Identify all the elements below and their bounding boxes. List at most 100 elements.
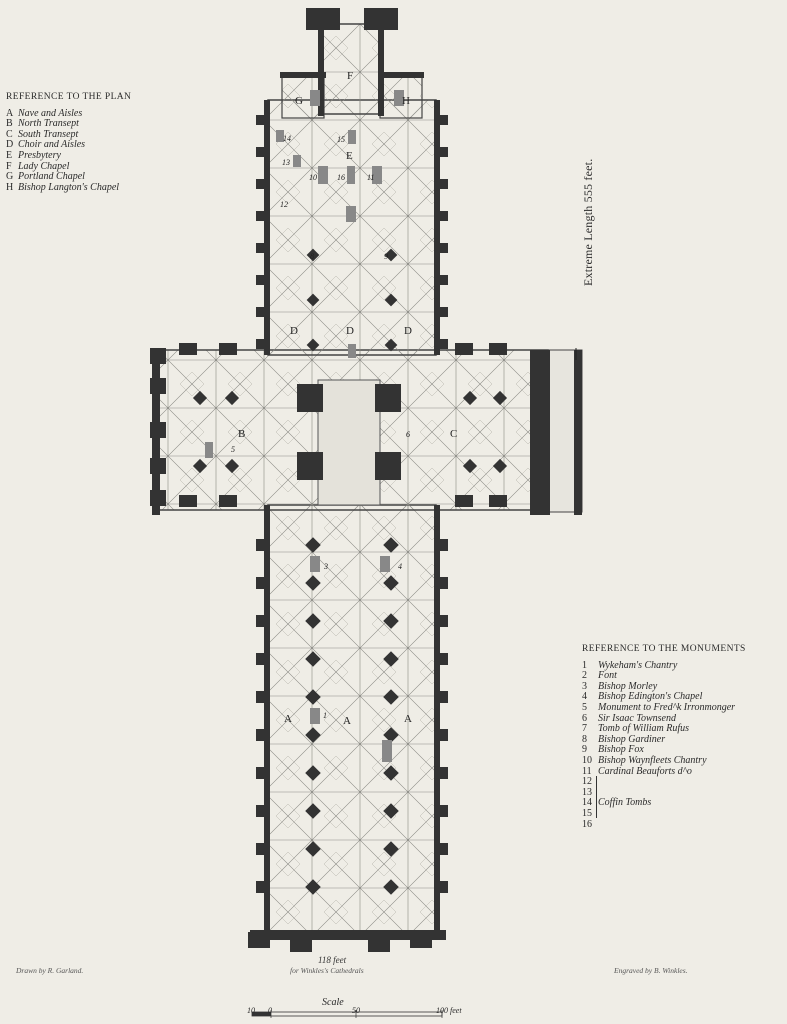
buttress — [256, 729, 268, 741]
buttress — [150, 348, 166, 364]
plan-reference-key: B — [6, 118, 13, 130]
plan-reference-key: A — [6, 107, 14, 119]
plan-number-6: 6 — [406, 430, 410, 439]
buttress — [436, 691, 448, 703]
buttress — [150, 422, 166, 438]
buttress — [256, 307, 268, 317]
buttress — [150, 458, 166, 474]
monument-reference-label: Monument to Fred^k Irronmonger — [598, 701, 736, 713]
monument-reference-label: Font — [598, 670, 617, 682]
monument-reference-key: 9 — [582, 744, 587, 756]
choir-aisle-label-north: D — [290, 325, 298, 337]
buttress — [536, 460, 550, 476]
buttress — [536, 488, 550, 504]
monument-reference-key: 7 — [582, 723, 587, 735]
buttress — [248, 932, 270, 948]
plan-reference-label: Portland Chapel — [18, 171, 85, 183]
buttress — [179, 495, 197, 507]
buttress — [436, 147, 448, 157]
pier — [306, 248, 320, 262]
buttress — [375, 452, 401, 480]
choir-label: D — [346, 325, 354, 337]
plan-monuments — [205, 90, 404, 762]
plan-letters: A A A B C D D D E F G H — [238, 70, 457, 727]
scale-tick-10: 10 — [247, 1006, 255, 1015]
plan-reference-key: D — [6, 139, 14, 151]
monument-reference-label: Sir Isaac Townsend — [598, 712, 676, 724]
buttress — [436, 243, 448, 253]
monument-reference-item: 2 Font — [582, 671, 746, 682]
monument-reference-item: 13 — [582, 786, 746, 799]
plan-number-1: 1 — [323, 711, 327, 720]
monuments-reference-title: REFERENCE TO THE MONUMENTS — [582, 644, 746, 654]
buttress — [455, 343, 473, 355]
plan-reference-title: REFERENCE TO THE PLAN — [6, 92, 132, 102]
buttress — [256, 243, 268, 253]
buttress — [436, 539, 448, 551]
plan-piers — [150, 115, 550, 952]
lady-chapel-label: F — [347, 70, 353, 82]
buttress — [256, 653, 268, 665]
monument-reference-item: 5 Monument to Fred^k Irronmonger — [582, 701, 746, 714]
monument-reference-key: 6 — [582, 712, 587, 724]
buttress — [436, 843, 448, 855]
plan-number-16: 16 — [337, 173, 345, 182]
plan-reference-label: Bishop Langton's Chapel — [18, 181, 120, 193]
scale-bar — [251, 1010, 443, 1018]
monument-reference-label: Bishop Morley — [598, 680, 658, 692]
pier — [224, 458, 240, 474]
north-transept-label: B — [238, 428, 245, 440]
west-front-width-label: 118 feet — [318, 955, 347, 965]
buttress — [436, 881, 448, 893]
buttress — [256, 179, 268, 189]
monument-reference-key: 1 — [582, 659, 587, 671]
plan-reference-key: G — [6, 171, 14, 183]
buttress — [256, 211, 268, 221]
monument-reference-label: Bishop Gardiner — [598, 733, 666, 745]
buttress — [290, 936, 312, 952]
plan-number-5: 5 — [231, 445, 235, 454]
pier — [492, 458, 508, 474]
plan-reference-item: G Portland Chapel — [6, 172, 131, 183]
buttress — [436, 615, 448, 627]
pier — [384, 338, 398, 352]
monument-reference-key: 12 — [582, 776, 592, 788]
monument-reference-key: 14 — [582, 797, 592, 809]
pier — [462, 458, 478, 474]
buttress — [256, 767, 268, 779]
plan-reference-label: South Transept — [18, 128, 79, 140]
buttress — [536, 362, 550, 378]
scale-tick-0: 0 — [268, 1006, 272, 1015]
plan-reference-label: North Transept — [18, 118, 79, 130]
monument-reference-key: 13 — [582, 786, 592, 798]
scale-tick-50: 50 — [352, 1006, 360, 1015]
monument-reference-key: 8 — [582, 733, 587, 745]
monument-reference-key: 5 — [582, 701, 587, 713]
buttress — [219, 495, 237, 507]
buttress — [436, 307, 448, 317]
monument-reference-label: Wykeham's Chantry — [598, 659, 678, 671]
buttress — [179, 343, 197, 355]
buttress — [489, 495, 507, 507]
monument-reference-item: 12 — [582, 777, 746, 788]
nave-aisle-label-north: A — [284, 713, 292, 725]
buttress — [256, 147, 268, 157]
buttress — [256, 843, 268, 855]
buttress — [375, 384, 401, 412]
buttress — [436, 211, 448, 221]
buttress — [256, 615, 268, 627]
plan-number-4: 4 — [398, 562, 402, 571]
monument-reference-key: 2 — [582, 670, 587, 682]
buttress — [256, 275, 268, 285]
choir-aisle-label-south: D — [404, 325, 412, 337]
plan-reference-item: D Choir and Aisles — [6, 140, 131, 151]
plate-caption: for Winkles's Cathedrals — [290, 966, 364, 975]
plan-reference-label: Choir and Aisles — [18, 139, 86, 151]
buttress — [150, 490, 166, 506]
monument-reference-label: Tomb of William Rufus — [598, 723, 690, 735]
plan-reference-key: E — [6, 149, 13, 161]
